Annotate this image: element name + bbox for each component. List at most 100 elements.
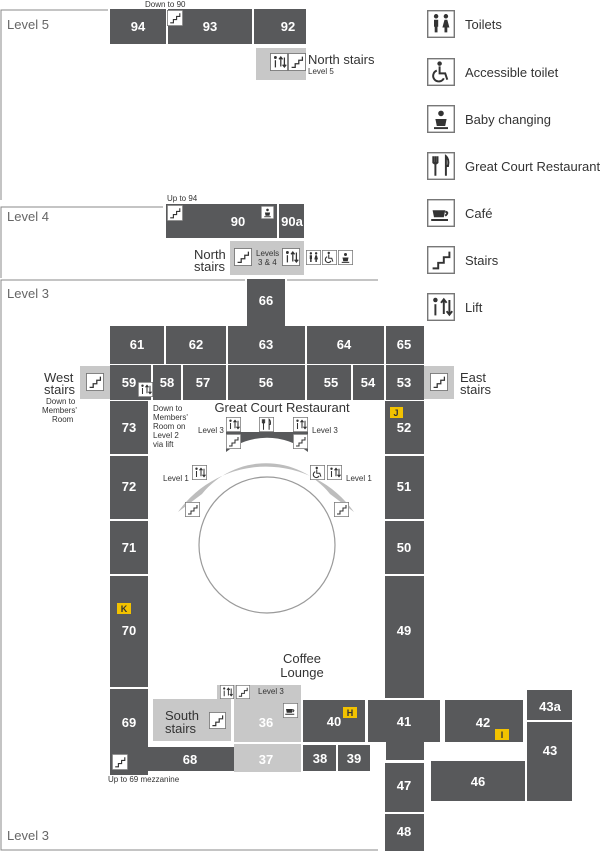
lift-icon	[282, 248, 300, 266]
room-73[interactable]: 73	[122, 420, 136, 435]
stairs-icon	[293, 434, 308, 449]
room-39[interactable]: 39	[347, 751, 361, 766]
stairs-icon	[334, 502, 349, 517]
levels-nums-label: 3 & 4	[258, 258, 277, 267]
room-70[interactable]: 70	[122, 623, 136, 638]
room-block-35	[226, 432, 308, 452]
east-stairs-label: stairs	[460, 382, 492, 397]
down-to-members-3: Room	[52, 415, 74, 424]
reading-room-rotunda	[198, 476, 336, 614]
level-3-label-top: Level 3	[7, 286, 49, 301]
room-63[interactable]: 63	[259, 337, 273, 352]
room-64[interactable]: 64	[337, 337, 352, 352]
room-41[interactable]: 41	[397, 714, 411, 729]
stairs-icon	[185, 502, 200, 517]
room-72[interactable]: 72	[122, 479, 136, 494]
up-to-94-label: Up to 94	[167, 194, 198, 203]
badge-h	[343, 707, 357, 718]
lift-note-4: Level 2	[153, 431, 179, 440]
legend-stairs: Stairs	[465, 253, 499, 268]
room-block-47	[385, 763, 424, 812]
badge-k	[117, 603, 131, 614]
room-90a[interactable]: 90a	[281, 214, 303, 229]
room-93[interactable]: 93	[203, 19, 217, 34]
room-58[interactable]: 58	[160, 375, 174, 390]
room-43a[interactable]: 43a	[539, 699, 561, 714]
room-40[interactable]: 40	[327, 714, 341, 729]
stairs-icon	[288, 53, 306, 71]
room-68[interactable]: 68	[183, 752, 197, 767]
east-label: East	[460, 370, 486, 385]
coffee-label: Coffee	[283, 651, 321, 666]
room-35[interactable]: 35	[260, 449, 274, 464]
restaurant-icon	[427, 152, 455, 180]
legend-accessible-toilet: Accessible toilet	[465, 65, 559, 80]
room-block-41	[368, 700, 440, 760]
badge-j-label: J	[393, 408, 398, 418]
down-to-members-2: Members'	[42, 406, 77, 415]
room-56[interactable]: 56	[259, 375, 273, 390]
room-37[interactable]: 37	[259, 752, 273, 767]
level-3-label-b: Level 3	[312, 426, 338, 435]
room-42[interactable]: 42	[476, 715, 490, 730]
room-block-68	[148, 747, 234, 771]
down-to-members-1: Down to	[46, 397, 76, 406]
room-47[interactable]: 47	[397, 778, 411, 793]
north-stairs-level-5-label: North stairs	[308, 52, 375, 67]
room-66[interactable]: 66	[259, 293, 273, 308]
room-46[interactable]: 46	[471, 774, 485, 789]
toilets-icon	[306, 250, 321, 265]
room-36[interactable]: 36	[259, 715, 273, 730]
room-90[interactable]: 90	[231, 214, 245, 229]
room-65[interactable]: 65	[397, 337, 411, 352]
room-61[interactable]: 61	[130, 337, 144, 352]
room-50[interactable]: 50	[397, 540, 411, 555]
room-43[interactable]: 43	[543, 743, 557, 758]
room-69[interactable]: 69	[122, 715, 136, 730]
room-55[interactable]: 55	[324, 375, 338, 390]
level-4-label: Level 4	[7, 209, 49, 224]
level-3-rooms: 66 61 62 63 64 65 59 58 57 56 55 54 53 W…	[42, 279, 572, 851]
room-54[interactable]: 54	[361, 375, 376, 390]
baby-changing-icon	[338, 250, 353, 265]
level-3-label-bottom: Level 3	[7, 828, 49, 843]
room-71[interactable]: 71	[122, 540, 136, 555]
legend-lift: Lift	[465, 300, 483, 315]
room-block-42	[445, 700, 523, 742]
north-stairs-label: stairs	[194, 259, 226, 274]
cafe-icon	[427, 199, 455, 227]
cafe-icon	[283, 703, 298, 718]
level-5-rooms: 94 93 92 Down to 90 North stairs Level 5	[110, 0, 375, 80]
badge-j	[390, 407, 403, 418]
lift-icon	[270, 53, 288, 71]
lift-note-5: via lift	[153, 440, 174, 449]
room-block-46	[431, 761, 525, 801]
room-52[interactable]: 52	[397, 420, 411, 435]
room-53[interactable]: 53	[397, 375, 411, 390]
legend-restaurant: Great Court Restaurant	[465, 159, 600, 174]
room-49[interactable]: 49	[397, 623, 411, 638]
room-57[interactable]: 57	[196, 375, 210, 390]
room-block-61-65	[110, 326, 424, 364]
stairs-icon	[167, 205, 183, 221]
legend: Toilets Accessible toilet Baby changing …	[427, 10, 600, 321]
legend-toilets: Toilets	[465, 17, 502, 32]
room-48[interactable]: 48	[397, 824, 411, 839]
room-62[interactable]: 62	[189, 337, 203, 352]
lift-icon	[220, 685, 234, 699]
lift-note-1: Down to	[153, 404, 183, 413]
stairs-icon	[430, 373, 448, 391]
room-51[interactable]: 51	[397, 479, 411, 494]
room-94[interactable]: 94	[131, 19, 146, 34]
west-stairs-label: stairs	[44, 382, 76, 397]
room-59[interactable]: 59	[122, 375, 136, 390]
accessible-toilet-icon	[310, 465, 325, 480]
accessible-toilet-icon	[322, 250, 337, 265]
lift-note-3: Room on	[153, 422, 185, 431]
baby-changing-icon	[427, 105, 455, 133]
lounge-label: Lounge	[280, 665, 323, 680]
room-38[interactable]: 38	[313, 751, 327, 766]
stairs-icon	[86, 373, 104, 391]
level-4-rooms: 90 90a Up to 94 Levels 3 & 4 North stair…	[166, 194, 353, 275]
room-92[interactable]: 92	[281, 19, 295, 34]
